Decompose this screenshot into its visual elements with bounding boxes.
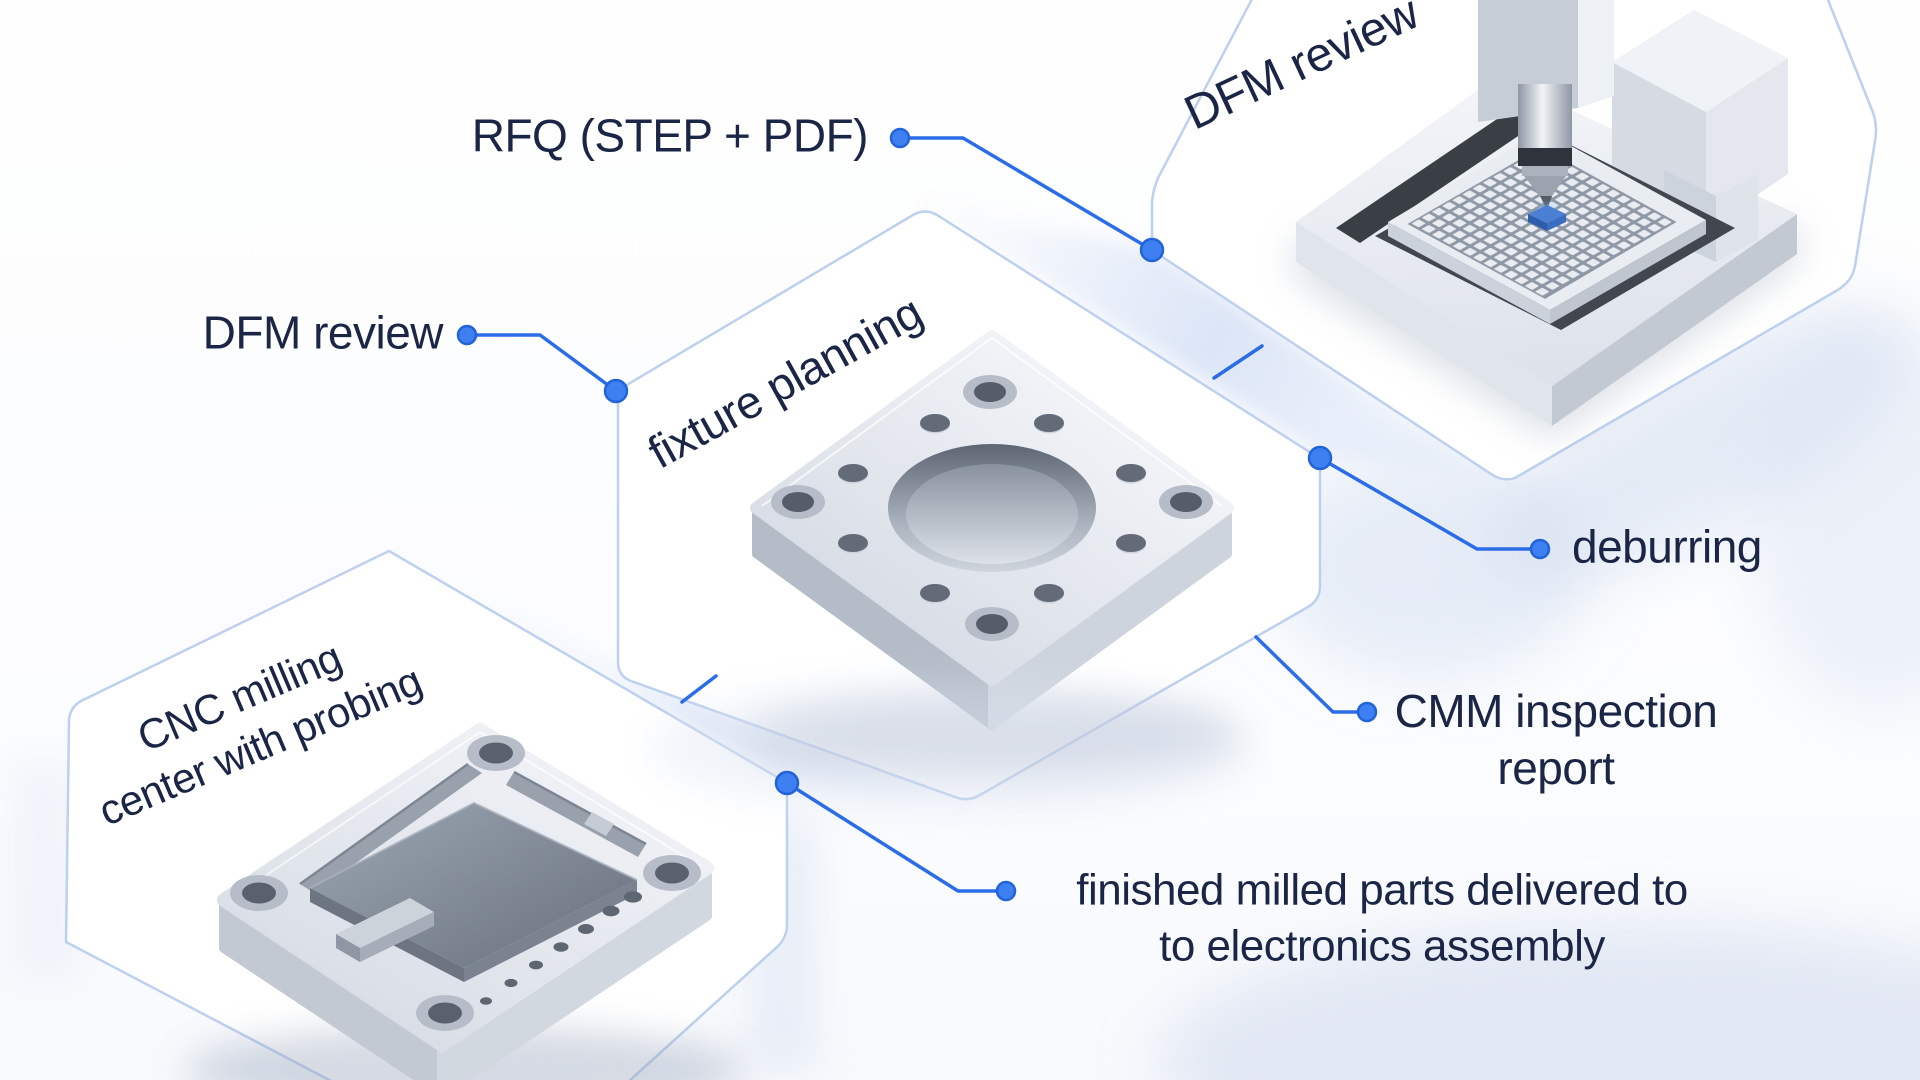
groove-step-notch	[584, 812, 614, 836]
callout-line-rfq	[907, 136, 1154, 252]
panel-connectors	[680, 344, 1264, 704]
callout-line-dfm	[474, 333, 618, 393]
flange-edge-highlight	[761, 336, 1223, 507]
dot-deburring-label	[1529, 538, 1551, 560]
spindle-dark-ring	[1518, 148, 1572, 166]
connector-tick-top	[1212, 344, 1264, 380]
label-deburring: deburring	[1572, 520, 1762, 573]
flange-bolt-holes	[838, 414, 1146, 604]
probed-part-left	[1528, 214, 1547, 231]
callout-line-cmm	[1254, 635, 1369, 714]
part-edge-highlight	[231, 730, 701, 899]
dot-rfq-label	[889, 127, 911, 149]
probed-part-right	[1547, 214, 1566, 231]
spindle-cone	[1524, 176, 1566, 196]
dot-rfq-panel	[1139, 237, 1165, 263]
label-finished-line1: finished milled parts delivered to	[1076, 865, 1688, 915]
part-hole-row	[480, 891, 642, 1005]
spindle-cylinder	[1518, 84, 1572, 150]
callout-lines	[474, 136, 1542, 893]
flange-center-bore-floor	[906, 464, 1078, 564]
dot-deburring-panel	[1307, 445, 1333, 471]
label-cmm-line2: report	[1497, 742, 1615, 794]
machine-slot	[1336, 94, 1558, 243]
callout-line-deburring	[1318, 456, 1542, 551]
platform-side-left	[1388, 222, 1550, 324]
gap-wash-top	[925, 205, 1503, 480]
probe-tip	[1540, 196, 1552, 210]
label-cmm-line1: CMM inspection	[1394, 684, 1718, 737]
milled-part-illustration	[185, 723, 745, 1080]
callout-dots	[456, 127, 1551, 902]
machine-base-side-right	[1552, 214, 1797, 426]
label-rfq: RFQ (STEP + PDF)	[471, 109, 869, 162]
platform-side-right	[1550, 220, 1706, 324]
callout-line-finished	[785, 781, 1008, 893]
cmm-machine-illustration	[1296, 0, 1797, 436]
label-finished-line2: to electronics assembly	[1159, 922, 1605, 971]
part-corner-holes	[230, 735, 701, 1031]
dot-finished-label	[995, 880, 1017, 902]
flange-corner-holes	[771, 375, 1213, 641]
column-side	[1578, 0, 1614, 108]
machine-cube-top	[1612, 10, 1788, 112]
spindle-neck	[1522, 166, 1568, 176]
part-left-notch	[336, 898, 434, 962]
label-finished-parts: finished milled parts delivered to to el…	[1076, 863, 1688, 976]
dot-dfm-label	[456, 324, 478, 346]
machine-base-side-left	[1296, 222, 1552, 426]
dot-finished-panel	[774, 770, 800, 796]
wash-right-edge	[1750, 330, 1920, 710]
dot-cmm-label	[1356, 701, 1378, 723]
dot-dfm-panel	[603, 378, 629, 404]
machine-support-side	[1716, 174, 1758, 262]
connector-tick-bottom	[680, 674, 718, 704]
label-dfm-review-left: DFM review	[202, 306, 444, 359]
probe-spindle	[1518, 84, 1572, 231]
machine-cube-right	[1706, 58, 1788, 230]
wash-bottom-right	[1160, 922, 1920, 1080]
wash-middle-hex-bottom	[650, 683, 1250, 813]
label-cmm-report: CMM inspection report	[1395, 683, 1718, 797]
